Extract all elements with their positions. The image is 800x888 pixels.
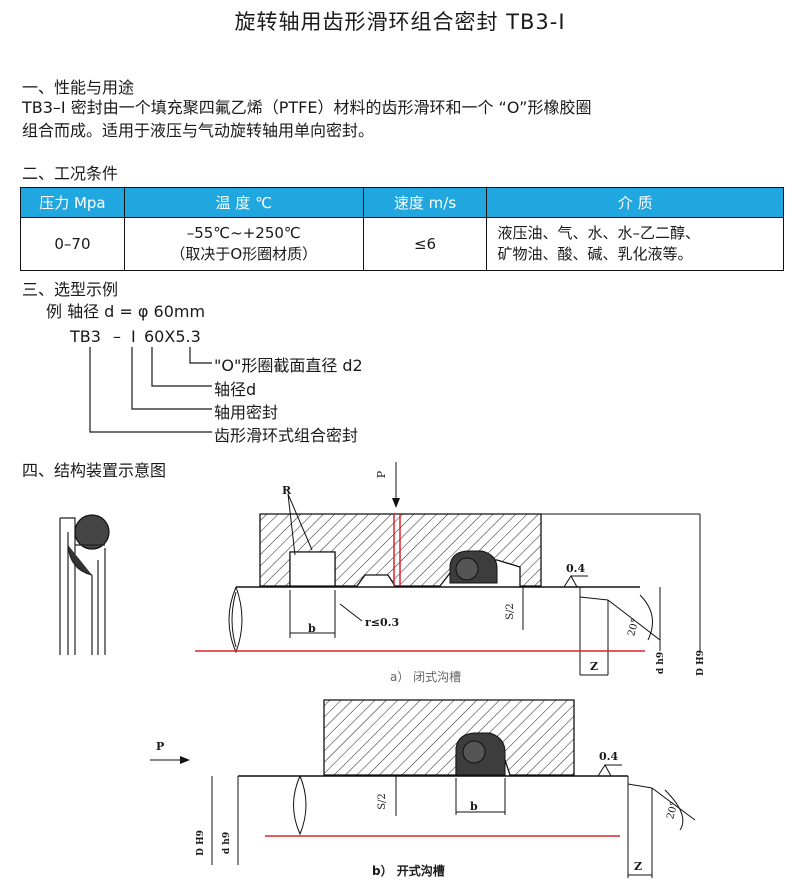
top-label-b: b [308, 622, 316, 635]
callout-line-oring [189, 347, 212, 364]
bottom-label-D: D H9 [195, 830, 206, 856]
bottom-label-Z: Z [634, 860, 643, 873]
description-line-2: 组合而成。适用于液压与气动旋转轴用单向密封。 [22, 121, 375, 140]
top-label-Z: Z [590, 660, 599, 673]
section-heading-conditions: 二、工况条件 [22, 164, 119, 183]
bottom-label-roughness: 0.4 [599, 750, 619, 763]
callout-shaft-diameter: 轴径d [214, 380, 257, 399]
cell-speed: ≤6 [362, 217, 488, 271]
header-speed: 速度 m/s [362, 187, 488, 218]
bottom-label-S2: S/2 [376, 793, 388, 810]
code-part-dash: – [113, 327, 121, 346]
top-label-r: r≤0.3 [365, 616, 400, 629]
cell-temperature-range: –55℃~+250℃ [186, 224, 301, 242]
description-line-1: TB3–I 密封由一个填充聚四氟乙烯（PTFE）材料的齿形滑环和一个 “O”形橡… [22, 98, 592, 117]
top-label-D: D H9 [695, 650, 706, 676]
code-part-size: 60X5.3 [144, 327, 201, 346]
bottom-label-d: d h9 [222, 831, 233, 855]
callout-line-series [89, 347, 212, 433]
top-label-roughness: 0.4 [566, 562, 586, 575]
code-part-series: TB3 [70, 327, 101, 346]
cell-pressure: 0–70 [20, 217, 125, 271]
cell-medium-line-1: 液压油、气、水、水–乙二醇、 [497, 224, 700, 242]
bottom-caption: b） 开式沟槽 [372, 864, 445, 878]
cell-temperature-note: （取决于O形圈材质） [170, 245, 318, 263]
callout-line-type [131, 347, 212, 410]
cell-medium-line-2: 矿物油、酸、碱、乳化液等。 [497, 245, 693, 263]
conditions-table: 压力 Mpa 温 度 ℃ 速度 m/s 介 质 0–70 –55℃~+250℃ … [20, 187, 784, 271]
section-heading-selection: 三、选型示例 [22, 280, 119, 299]
callout-line-shaft [151, 347, 212, 387]
callout-oring-diameter: "O"形圈截面直径 d2 [214, 356, 363, 375]
top-label-S2: S/2 [504, 603, 516, 620]
section-heading-performance: 一、性能与用途 [22, 78, 135, 97]
example-line: 例 轴径 d = φ 60mm [46, 302, 206, 321]
top-caption: a） 闭式沟槽 [390, 670, 462, 684]
section-heading-structure: 四、结构装置示意图 [22, 461, 167, 480]
top-label-R: R [282, 484, 292, 497]
selection-callout-lines [89, 347, 212, 433]
callout-shaft-seal: 轴用密封 [214, 403, 279, 422]
seal-profile-sketch [59, 514, 110, 655]
table-row: 0–70 –55℃~+250℃ （取决于O形圈材质） ≤6 液压油、气、水、水–… [20, 217, 784, 271]
table-header-row: 压力 Mpa 温 度 ℃ 速度 m/s 介 质 [20, 187, 784, 218]
header-temperature: 温 度 ℃ [123, 187, 364, 218]
cell-medium: 液压油、气、水、水–乙二醇、 矿物油、酸、碱、乳化液等。 [486, 217, 784, 271]
header-medium: 介 质 [486, 187, 784, 218]
callout-combined-seal: 齿形滑环式组合密封 [214, 426, 359, 445]
page-title: 旋转轴用齿形滑环组合密封 TB3-I [234, 10, 566, 34]
code-part-type: I [131, 327, 136, 346]
cell-temperature: –55℃~+250℃ （取决于O形圈材质） [123, 217, 364, 271]
top-label-P: P [375, 470, 389, 479]
open-groove-diagram [150, 699, 696, 878]
bottom-label-P: P [156, 740, 165, 753]
top-label-d: d h9 [656, 651, 667, 675]
bottom-label-b: b [470, 800, 478, 813]
closed-groove-diagram [195, 462, 701, 676]
